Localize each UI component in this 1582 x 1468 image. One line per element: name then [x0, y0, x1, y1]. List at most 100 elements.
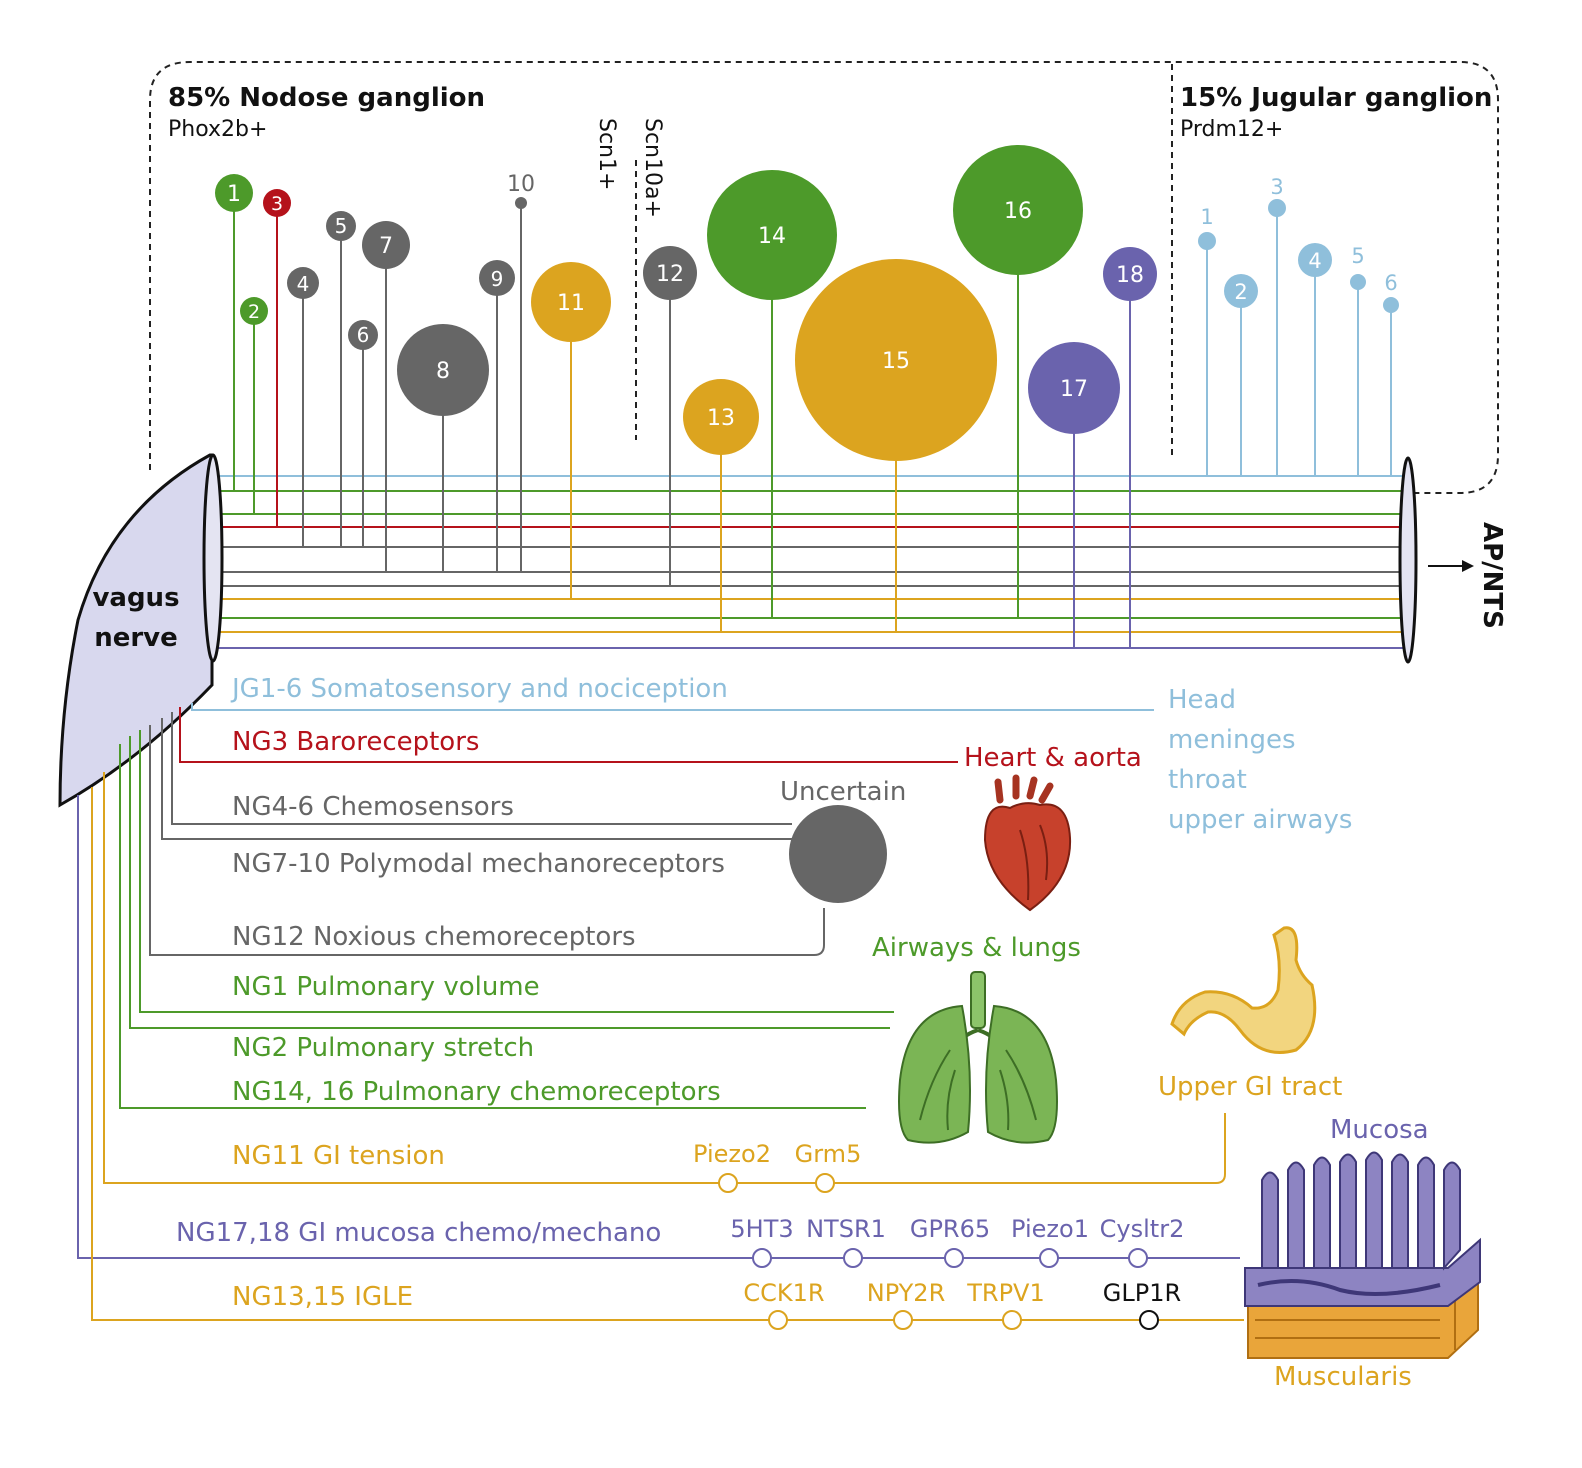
heart-icon: [983, 774, 1072, 912]
receptor-node: [752, 1248, 772, 1268]
ng-node-6: 6: [348, 320, 378, 350]
svg-text:6: 6: [1384, 271, 1397, 295]
svg-text:1: 1: [227, 182, 241, 207]
target-muscularis-label: Muscularis: [1274, 1362, 1412, 1392]
route-ng4-6: [171, 712, 792, 825]
vagus-label-2: nerve: [94, 623, 178, 653]
route-ng2: [129, 736, 890, 1029]
nodose-marker: Phox2b+: [168, 117, 267, 142]
target-head-4: upper airways: [1168, 805, 1352, 835]
pathway-routes: [77, 703, 1244, 1321]
ng-node-5: 5: [326, 211, 356, 241]
ng-node-7: 7: [362, 221, 410, 269]
jg-node-1: 1: [1198, 205, 1216, 250]
target-head-3: throat: [1168, 765, 1247, 795]
svg-text:4: 4: [297, 272, 310, 296]
pathway-ng11-label: NG11 GI tension: [232, 1141, 445, 1171]
ng-node-15: 15: [795, 259, 997, 461]
route-jg: [191, 703, 1154, 711]
svg-text:8: 8: [436, 359, 450, 384]
pathway-ng2-label: NG2 Pulmonary stretch: [232, 1033, 534, 1063]
ng-node-8: 8: [397, 324, 489, 416]
pathway-ng13-15-label: NG13,15 IGLE: [232, 1282, 413, 1312]
receptor-gpr65: GPR65: [910, 1215, 990, 1243]
svg-text:13: 13: [707, 406, 735, 431]
receptor-node: [815, 1173, 835, 1193]
svg-text:2: 2: [248, 301, 260, 323]
ng-node-12: 12: [643, 246, 697, 300]
gut-wall-icon: Mucosa Muscularis: [1244, 1115, 1481, 1392]
svg-text:16: 16: [1004, 199, 1032, 224]
jg-stems: [1206, 208, 1392, 476]
lungs-icon: [898, 971, 1058, 1144]
svg-text:7: 7: [379, 234, 393, 259]
ng-node-14: 14: [707, 170, 837, 300]
svg-text:1: 1: [1200, 205, 1213, 229]
target-mucosa-label: Mucosa: [1330, 1115, 1429, 1145]
svg-text:5: 5: [1351, 244, 1364, 268]
pathway-jg-label: JG1-6 Somatosensory and nociception: [230, 674, 728, 704]
scn10a-label: Scn10a+: [640, 118, 665, 218]
pathway-ng1-label: NG1 Pulmonary volume: [232, 972, 540, 1002]
receptor-node: [843, 1248, 863, 1268]
route-ng11: [103, 772, 1226, 1184]
receptor-piezo1: Piezo1: [1011, 1215, 1089, 1243]
receptor-npy2r: NPY2R: [867, 1279, 946, 1307]
svg-text:17: 17: [1060, 377, 1088, 402]
target-lungs-label: Airways & lungs: [872, 933, 1081, 963]
receptor-5ht3: 5HT3: [730, 1215, 793, 1243]
route-ng1: [139, 730, 894, 1013]
target-head-1: Head: [1168, 685, 1236, 715]
svg-text:9: 9: [491, 267, 504, 291]
ng-node-13: 13: [683, 379, 759, 455]
ng-node-11: 11: [531, 262, 611, 342]
nodose-title: 85% Nodose ganglion: [168, 83, 485, 113]
receptor-piezo2: Piezo2: [693, 1140, 771, 1168]
jg-node-2: 2: [1224, 274, 1258, 308]
vagus-nerve-cone: [58, 453, 214, 808]
route-ng12: [149, 725, 825, 956]
nerve-left-cut: [202, 453, 224, 663]
ng-node-9: 9: [479, 260, 515, 296]
svg-text:3: 3: [1270, 175, 1283, 199]
ng-node-4: 4: [287, 267, 319, 299]
receptor-node: [1002, 1310, 1022, 1330]
receptor-node: [944, 1248, 964, 1268]
ng-node-18: 18: [1103, 247, 1157, 301]
ng-node-1: 1: [215, 174, 253, 212]
ng-node-2: 2: [240, 297, 268, 325]
fiber-bundle: [214, 475, 1404, 649]
target-stomach-label: Upper GI tract: [1158, 1072, 1342, 1102]
nerve-right-cut: [1398, 456, 1418, 664]
pathway-ng14-16-label: NG14, 16 Pulmonary chemoreceptors: [232, 1077, 721, 1107]
route-ng7-10: [161, 718, 792, 840]
pathway-ng4-6-label: NG4-6 Chemosensors: [232, 792, 514, 822]
target-head-2: meninges: [1168, 725, 1296, 755]
route-ng13-15: [91, 787, 1244, 1321]
svg-text:5: 5: [335, 214, 348, 238]
receptor-node: [893, 1310, 913, 1330]
ganglion-box: [149, 61, 1499, 494]
receptor-cysltr2: Cysltr2: [1100, 1215, 1185, 1243]
ng-node-3: 3: [263, 189, 291, 217]
target-uncertain-label: Uncertain: [780, 777, 906, 807]
svg-text:18: 18: [1116, 263, 1144, 288]
ng-node-10: 10: [507, 172, 535, 209]
svg-text:3: 3: [271, 193, 283, 215]
ng-node-16: 16: [953, 145, 1083, 275]
svg-text:14: 14: [758, 224, 786, 249]
receptors-ng13-15: CCK1R NPY2R TRPV1 GLP1R: [743, 1279, 1181, 1330]
pathway-ng17-18-label: NG17,18 GI mucosa chemo/mechano: [176, 1218, 661, 1248]
jugular-title: 15% Jugular ganglion: [1180, 83, 1492, 113]
pathway-ng12-label: NG12 Noxious chemoreceptors: [232, 922, 636, 952]
receptor-cck1r: CCK1R: [743, 1279, 824, 1307]
svg-text:4: 4: [1308, 249, 1321, 273]
ng-node-17: 17: [1028, 342, 1120, 434]
jg-node-6: 6: [1383, 271, 1399, 313]
svg-text:2: 2: [1234, 280, 1247, 304]
receptor-ntsr1: NTSR1: [806, 1215, 886, 1243]
receptor-node: [718, 1173, 738, 1193]
stomach-icon: [1170, 926, 1317, 1054]
jg-node-4: 4: [1298, 243, 1332, 277]
svg-text:11: 11: [557, 291, 585, 316]
